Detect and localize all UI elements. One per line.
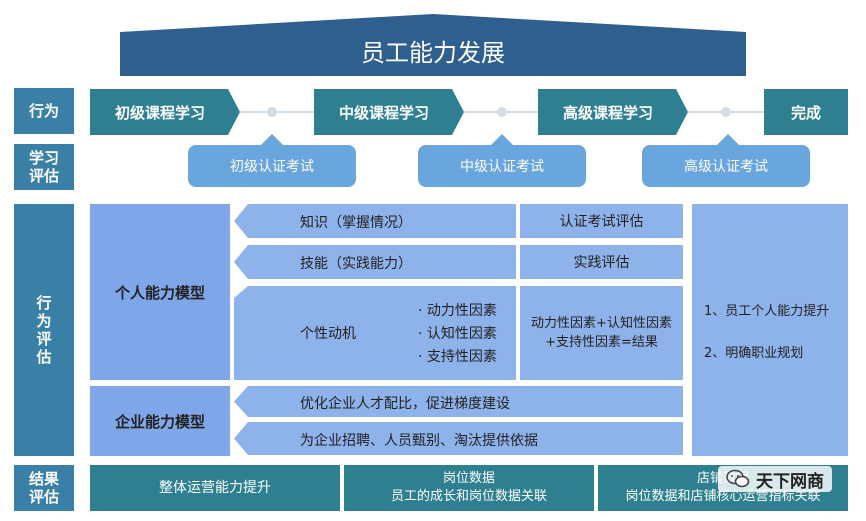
outcomes-panel	[692, 204, 848, 456]
exam-primary: 初级认证考试	[188, 145, 356, 187]
item-enterprise-basis: 为企业招聘、人员甄别、淘汰提供依据	[300, 433, 538, 449]
eval-skill: 实践评估	[520, 245, 683, 279]
connector-dot-1	[267, 107, 277, 117]
row-label-study-eval: 学习 评估	[14, 144, 74, 190]
result-position: 岗位数据 员工的成长和岗位数据关联	[344, 465, 594, 511]
exam-intermediate: 中级认证考试	[418, 145, 586, 187]
item-knowledge: 知识（掌握情况）	[300, 215, 412, 231]
model-personal: 个人能力模型	[90, 204, 230, 380]
exam-pointer-1	[260, 134, 284, 146]
title-banner	[120, 14, 746, 76]
stage-arrow-3	[538, 89, 688, 135]
factor-supportive: · 支持性因素	[418, 349, 497, 365]
item-skill: 技能（实践能力）	[300, 256, 412, 272]
factor-cognitive: · 认知性因素	[418, 326, 497, 342]
wechat-icon	[726, 469, 750, 488]
stage-label-3: 高级课程学习	[562, 103, 653, 122]
item-knowledge-shape	[234, 204, 516, 238]
item-motivation: 个性动机	[300, 326, 356, 342]
factor-dynamic: · 动力性因素	[418, 303, 497, 319]
connector-dot-3	[721, 107, 731, 117]
item-skill-shape	[234, 245, 516, 279]
row-label-result-eval: 结果 评估	[14, 465, 74, 511]
exam-advanced: 高级认证考试	[642, 145, 810, 187]
item-enterprise-optimize: 优化企业人才配比，促进梯度建设	[300, 396, 510, 412]
watermark-text: 天下网商	[756, 471, 824, 492]
model-enterprise: 企业能力模型	[90, 386, 230, 456]
stage-arrow-1	[90, 89, 240, 135]
stage-complete: 完成	[764, 89, 848, 135]
item-motivation-shape	[234, 286, 516, 380]
connector-line-1	[240, 111, 314, 113]
row-label-behavior-eval: 行 为 评 估	[14, 204, 74, 456]
stage-label-1: 初级课程学习	[114, 103, 205, 122]
eval-knowledge: 认证考试评估	[520, 204, 683, 238]
outcome-ability: 1、员工个人能力提升	[704, 304, 830, 319]
item-enterprise-2-shape	[234, 422, 683, 455]
page-title: 员工能力发展	[361, 38, 505, 67]
row-label-behavior: 行为	[14, 88, 74, 134]
exam-pointer-3	[716, 134, 740, 146]
connector-dot-2	[497, 107, 507, 117]
eval-motivation: 动力性因素+认知性因素 +支持性因素=结果	[520, 286, 683, 380]
item-enterprise-1-shape	[234, 386, 683, 417]
stage-label-2: 中级课程学习	[338, 103, 429, 122]
exam-pointer-2	[490, 134, 514, 146]
stage-arrow-2	[314, 89, 464, 135]
outcome-career: 2、明确职业规划	[704, 346, 804, 361]
result-overall: 整体运营能力提升	[90, 465, 340, 511]
watermark: 天下网商	[718, 466, 832, 492]
